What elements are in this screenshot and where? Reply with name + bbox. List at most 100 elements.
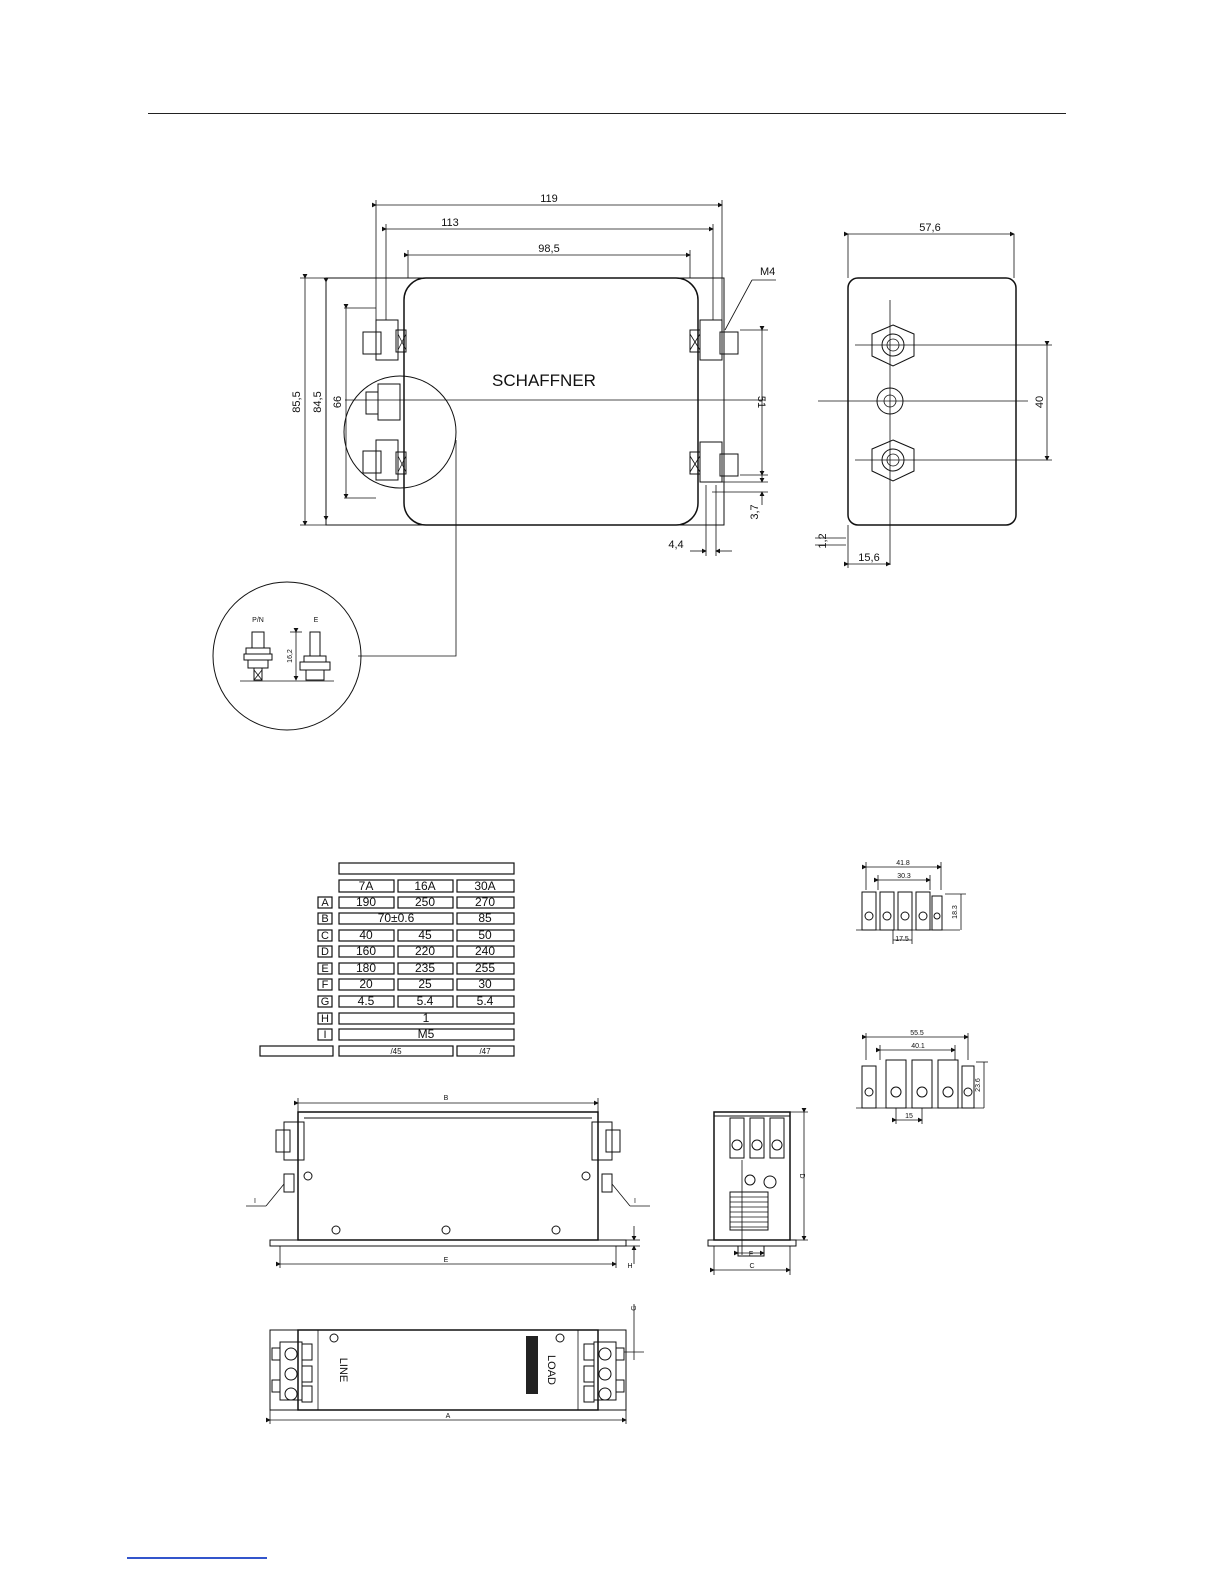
detail-view: P/N E 16,2 [213,582,361,730]
svg-text:20: 20 [359,977,373,991]
svg-text:70±0.6: 70±0.6 [378,911,415,925]
svg-text:I: I [254,1198,256,1205]
connector-bottom [872,440,914,481]
side-housing [714,1112,790,1240]
svg-text:B: B [444,1095,449,1102]
svg-text:18.3: 18.3 [952,905,959,919]
svg-text:66: 66 [332,396,344,408]
svg-text:113: 113 [441,217,459,229]
svg-text:98,5: 98,5 [538,243,559,255]
svg-text:41.8: 41.8 [896,860,910,867]
svg-text:/47: /47 [479,1047,491,1056]
svg-text:16,2: 16,2 [287,649,294,663]
svg-text:17.5: 17.5 [895,936,909,943]
svg-text:C: C [749,1263,754,1270]
svg-text:180: 180 [356,961,376,975]
footer-rule [127,1557,267,1559]
terminal-right-bottom [690,442,738,482]
terminal-block-large: 55.5 40.1 15 23.6 [856,1030,988,1124]
brand-plate [526,1336,538,1394]
mounting-flange [270,1240,626,1246]
terminal-left-top [363,320,406,360]
svg-text:C: C [321,930,329,942]
svg-text:85,5: 85,5 [291,391,303,412]
svg-text:M5: M5 [418,1027,435,1041]
svg-text:H: H [627,1263,632,1270]
svg-text:25: 25 [418,977,432,991]
top-flange [270,1330,626,1410]
svg-text:235: 235 [415,961,435,975]
svg-text:B: B [321,913,328,925]
svg-text:84,5: 84,5 [312,391,324,412]
svg-text:5.4: 5.4 [477,994,494,1008]
svg-text:40: 40 [359,928,373,942]
svg-text:E: E [314,617,319,624]
svg-text:50: 50 [478,928,492,942]
terminal-left-bottom [363,440,406,480]
load-label: LOAD [545,1355,557,1385]
dimension-table: 7A 16A 30A A 190 250 270 B 70±0.6 85 C 4… [260,863,514,1056]
svg-text:I: I [323,1029,326,1041]
svg-text:30: 30 [478,977,492,991]
svg-text:55.5: 55.5 [910,1030,924,1037]
svg-text:255: 255 [475,961,495,975]
svg-text:1: 1 [423,1011,430,1025]
svg-text:40.1: 40.1 [911,1043,925,1050]
svg-text:1,2: 1,2 [817,533,829,548]
line-label: LINE [337,1358,349,1382]
svg-text:85: 85 [478,911,492,925]
svg-text:4,4: 4,4 [668,539,683,551]
svg-text:45: 45 [418,928,432,942]
svg-text:P/N: P/N [252,617,264,624]
front-view: SCHAFFNER [291,193,776,656]
svg-text:I: I [634,1198,636,1205]
svg-text:G: G [631,1305,638,1310]
svg-text:/45: /45 [390,1047,402,1056]
filter-top-view: LINE LOAD A G [270,1304,644,1424]
filter-side-view: D F C [708,1112,808,1275]
svg-text:E: E [321,963,328,975]
col-header-16a: 16A [414,879,435,893]
svg-text:F: F [322,979,329,991]
side-body [848,278,1016,525]
svg-text:E: E [444,1257,449,1264]
svg-text:119: 119 [540,193,558,205]
svg-text:5.4: 5.4 [417,994,434,1008]
side-view: 57,6 40 1,2 15,6 [815,222,1052,568]
svg-text:160: 160 [356,944,376,958]
svg-text:D: D [321,946,329,958]
svg-text:3,7: 3,7 [749,504,761,519]
filter-housing [298,1112,598,1240]
svg-text:40: 40 [1034,396,1046,408]
filter-front-view: B I I [246,1095,650,1270]
svg-text:H: H [321,1013,329,1025]
terminal-left-mid [366,384,400,420]
svg-text:15: 15 [905,1113,913,1120]
svg-text:270: 270 [475,895,495,909]
svg-text:23.6: 23.6 [975,1078,982,1092]
filter-body [404,278,698,525]
svg-text:220: 220 [415,944,435,958]
svg-text:57,6: 57,6 [919,222,940,234]
svg-text:250: 250 [415,895,435,909]
svg-text:A: A [446,1413,451,1420]
col-header-7a: 7A [359,879,374,893]
svg-text:A: A [321,897,329,909]
col-header-30a: 30A [474,879,495,893]
svg-text:D: D [798,1173,805,1178]
svg-text:15,6: 15,6 [858,552,879,564]
svg-text:4.5: 4.5 [358,994,375,1008]
svg-text:30.3: 30.3 [897,873,911,880]
connector-top [872,325,914,366]
svg-text:M4: M4 [760,266,775,278]
brand-label: SCHAFFNER [492,371,596,390]
table-title-bar [339,863,514,874]
svg-text:G: G [321,996,330,1008]
svg-text:240: 240 [475,944,495,958]
svg-text:F: F [749,1251,753,1258]
svg-text:190: 190 [356,895,376,909]
svg-text:51: 51 [755,396,767,408]
terminal-right-top [690,320,738,360]
